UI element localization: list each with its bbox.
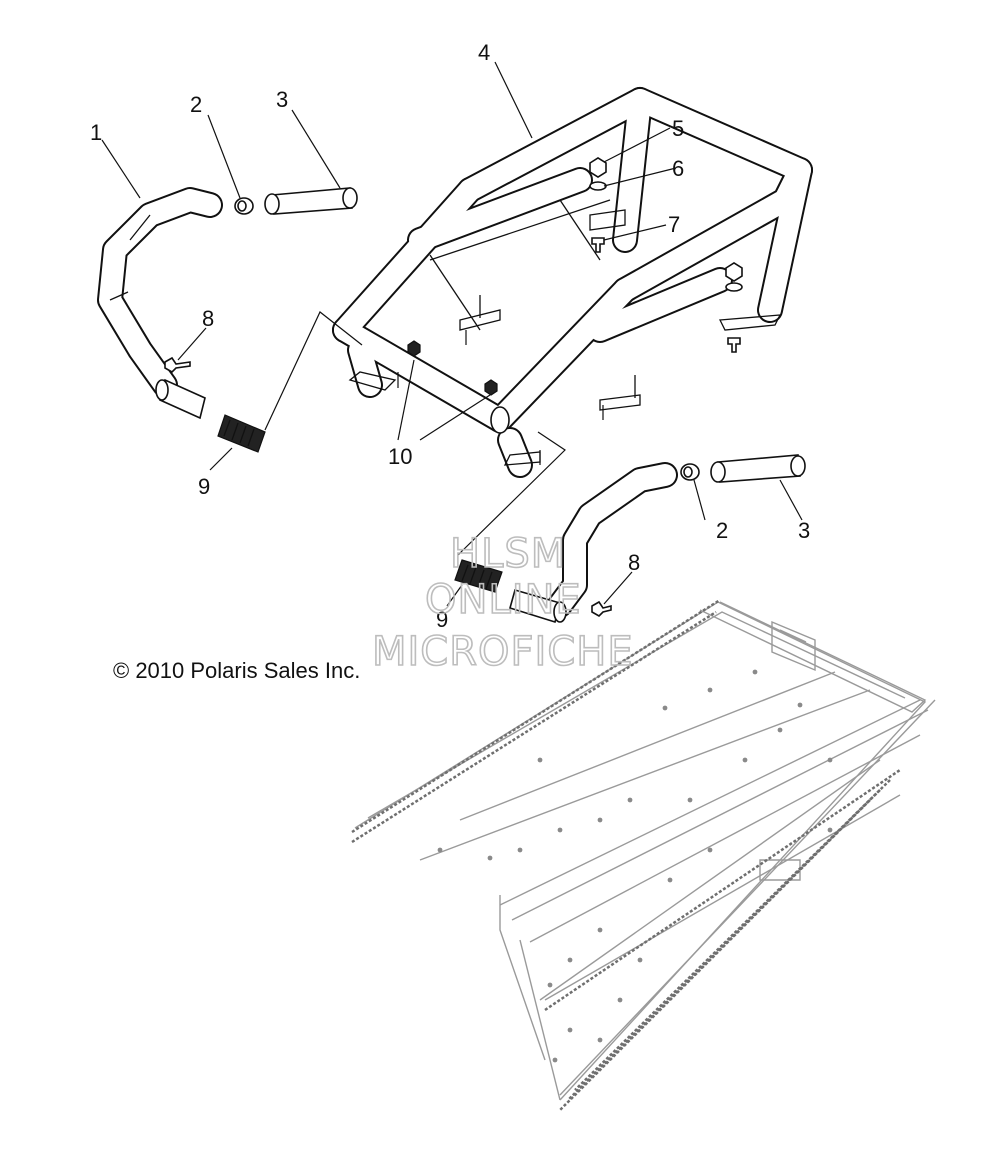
callout-9-left: 9	[198, 474, 210, 499]
right-grab-handle	[509, 462, 678, 624]
right-grip-3	[710, 454, 806, 483]
callout-10: 10	[388, 444, 412, 469]
callout-4: 4	[478, 40, 490, 65]
callout-2-right: 2	[716, 518, 728, 543]
tunnel-chassis	[351, 598, 936, 1111]
right-footrest-grip-9	[454, 559, 503, 593]
left-grab-handle	[97, 187, 223, 420]
left-footrest-grip-9	[217, 414, 266, 453]
tunnel-rivets	[437, 669, 833, 1063]
hardware-right-side	[725, 262, 743, 353]
hardware-washer-6	[589, 181, 607, 191]
callout-8-right: 8	[628, 550, 640, 575]
watermark-line-2: ONLINE	[425, 577, 582, 623]
callout-1: 1	[90, 120, 102, 145]
callout-7: 7	[668, 212, 680, 237]
watermark-line-1: HLSM	[450, 531, 566, 577]
left-screw-8	[164, 356, 191, 373]
watermark-line-3: MICROFICHE	[372, 629, 634, 675]
rear-rack-frame	[332, 87, 813, 478]
leader-lines	[101, 61, 803, 607]
right-plug-2	[680, 463, 700, 481]
watermark: HLSM ONLINE MICROFICHE	[371, 530, 634, 676]
left-grip-3	[264, 187, 358, 215]
hardware-nuts-10	[407, 340, 498, 396]
callout-2-left: 2	[190, 92, 202, 117]
hardware-nut-5	[589, 157, 607, 178]
callout-9-right: 9	[436, 607, 448, 632]
callout-8-left: 8	[202, 306, 214, 331]
callout-labels: 1 2 3 4 5 6 7 8 9 10 2 3 8 9	[90, 40, 810, 632]
callout-3-right: 3	[798, 518, 810, 543]
callout-3-left: 3	[276, 87, 288, 112]
callout-5: 5	[672, 116, 684, 141]
right-screw-8	[591, 600, 612, 617]
copyright-notice: © 2010 Polaris Sales Inc.	[113, 658, 360, 683]
left-plug-2	[234, 197, 254, 215]
callout-6: 6	[672, 156, 684, 181]
